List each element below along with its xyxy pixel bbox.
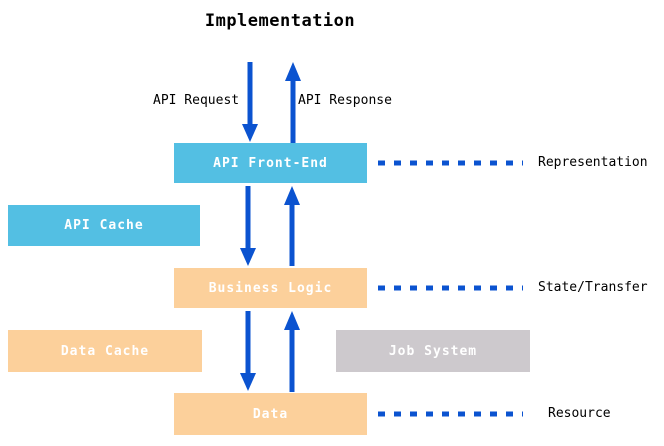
api-response-label: API Response (298, 93, 392, 108)
box-data: Data (174, 393, 367, 435)
box-job-system-label: Job System (388, 343, 478, 359)
box-job-system: Job System (336, 330, 530, 372)
box-api-cache: API Cache (8, 205, 200, 246)
data-to-logic-arrow-icon (284, 311, 300, 392)
diagram-title: Implementation (204, 11, 356, 31)
box-business-logic-label: Business Logic (208, 280, 333, 296)
representation-label: Representation (538, 155, 648, 170)
logic-to-frontend-arrow-icon (284, 186, 300, 266)
logic-to-data-arrow-icon (240, 311, 256, 391)
api-request-arrow-icon (242, 62, 258, 142)
box-data-cache: Data Cache (8, 330, 202, 372)
resource-label: Resource (548, 406, 611, 421)
box-api-front-end: API Front-End (174, 143, 367, 183)
box-data-label: Data (252, 406, 289, 422)
frontend-to-logic-arrow-icon (240, 186, 256, 266)
state-transfer-label: State/Transfer (538, 280, 648, 295)
api-request-label: API Request (153, 93, 240, 108)
box-api-cache-label: API Cache (64, 218, 144, 233)
box-data-cache-label: Data Cache (60, 343, 150, 359)
box-api-front-end-label: API Front-End (213, 155, 328, 171)
box-business-logic: Business Logic (174, 268, 367, 308)
